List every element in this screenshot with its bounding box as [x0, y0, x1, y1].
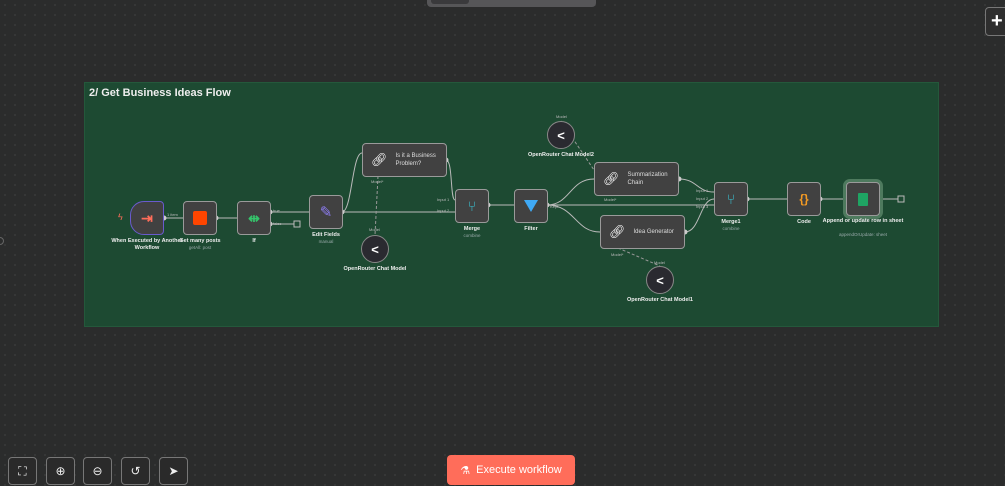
node-label: When Executed by Another Workflow	[111, 238, 183, 251]
openrouter-icon: <	[557, 127, 565, 143]
edge-label: Model*	[371, 179, 384, 184]
node-google-sheets[interactable]	[846, 182, 880, 216]
node-if[interactable]: ⇹	[237, 201, 271, 235]
openrouter-icon: <	[656, 272, 664, 288]
node-subtitle: combine	[722, 226, 740, 231]
node-label: Get many posts	[179, 238, 221, 244]
sticky-title: 2/ Get Business Ideas Flow	[89, 87, 231, 99]
node-subtitle: appendOrUpdate: sheet	[838, 232, 888, 237]
fit-view-button[interactable]: ⛶	[8, 457, 37, 485]
edge-model	[617, 247, 661, 267]
edge	[341, 152, 363, 213]
edge-label: true	[273, 208, 280, 213]
pencil-icon: ✎	[319, 204, 333, 221]
node-execute-workflow-trigger[interactable]: ⇥	[130, 201, 164, 235]
trigger-bolt-icon: ϟ	[118, 212, 123, 222]
merge-icon: ⑂	[467, 198, 477, 214]
add-after-sheet	[897, 195, 905, 203]
node-get-many-posts[interactable]	[183, 201, 217, 235]
node-label: Append or update row in sheet	[822, 218, 904, 224]
node-label: OpenRouter Chat Model	[343, 266, 407, 272]
add-node-button[interactable]: +	[985, 7, 1005, 36]
execute-workflow-button[interactable]: ⚗ Execute workflow	[447, 455, 575, 485]
node-subtitle: getAll: post	[188, 245, 212, 250]
edge-label: Input 1	[696, 188, 709, 193]
broom-icon: ➤	[168, 464, 179, 478]
if-signpost-icon: ⇹	[248, 209, 260, 226]
node-label: Merge1	[721, 219, 741, 225]
node-label: Edit Fields	[312, 232, 340, 238]
execute-workflow-label: Execute workflow	[476, 464, 562, 476]
edge-label: 1 item	[167, 212, 178, 217]
node-is-business-problem[interactable]: 🔗︎ Is it a Business Problem?	[362, 143, 447, 177]
node-subtitle: manual	[318, 239, 334, 244]
node-label: If	[252, 238, 256, 244]
node-label: Is it a Business Problem?	[395, 153, 436, 167]
node-openrouter-chat-model2[interactable]: <	[547, 121, 575, 149]
openrouter-icon: <	[371, 241, 379, 257]
undo-icon: ↺	[130, 464, 141, 478]
edge-label: false	[273, 221, 282, 226]
edge-label: Input 1	[437, 197, 450, 202]
edge	[684, 198, 715, 233]
edge	[678, 178, 715, 193]
edge-label: Input 3	[696, 204, 709, 209]
reset-zoom-button[interactable]: ↺	[121, 457, 150, 485]
reddit-icon	[193, 211, 207, 225]
filter-funnel-icon	[524, 200, 538, 212]
edge-label: Model	[369, 227, 380, 232]
edge	[546, 178, 595, 206]
google-sheets-icon	[858, 192, 868, 206]
edge	[546, 204, 601, 233]
node-label: Summarization Chain	[627, 172, 668, 186]
chain-link-icon: 🔗︎	[371, 152, 388, 167]
edge-label: Model	[556, 114, 567, 119]
edge-label: Input 2	[437, 208, 450, 213]
zoom-in-button[interactable]: ⊕	[46, 457, 75, 485]
tidy-up-button[interactable]: ➤	[159, 457, 188, 485]
node-label: Idea Generator	[633, 229, 674, 235]
node-label: OpenRouter Chat Model1	[626, 297, 693, 303]
edge-label: Input 2	[696, 196, 709, 201]
chain-link-icon: 🔗︎	[609, 224, 626, 239]
top-tab-switcher[interactable]	[427, 0, 596, 7]
code-braces-icon: {}	[799, 192, 809, 206]
zoom-out-icon: ⊖	[92, 464, 103, 478]
node-label: Filter	[524, 226, 538, 232]
node-edit-fields[interactable]: ✎	[309, 195, 343, 229]
edge-label: Model*	[611, 252, 624, 257]
add-after-if-false	[293, 220, 301, 228]
fullscreen-icon: ⛶	[18, 463, 27, 478]
node-summarization-chain[interactable]: 🔗︎ Summarization Chain	[594, 162, 679, 196]
node-code[interactable]: {}	[787, 182, 821, 216]
node-subtitle: combine	[463, 233, 481, 238]
node-filter[interactable]	[514, 189, 548, 223]
node-label: OpenRouter Chat Model2	[527, 152, 594, 158]
node-merge[interactable]: ⑂	[455, 189, 489, 223]
edge-label: Model*	[604, 197, 617, 202]
sign-in-icon: ⇥	[141, 209, 153, 226]
tab-active[interactable]	[431, 0, 469, 4]
zoom-out-button[interactable]: ⊖	[83, 457, 112, 485]
node-openrouter-chat-model[interactable]: <	[361, 235, 389, 263]
node-label: Merge	[463, 226, 481, 232]
chain-link-icon: 🔗︎	[603, 171, 620, 186]
merge-icon: ⑂	[726, 191, 736, 207]
edge-label: Model	[654, 260, 665, 265]
zoom-in-icon: ⊕	[55, 464, 66, 478]
edge-label: Kept	[550, 204, 559, 209]
edge	[445, 159, 456, 201]
node-idea-generator[interactable]: 🔗︎ Idea Generator	[600, 215, 685, 249]
flask-icon: ⚗	[460, 464, 471, 477]
node-openrouter-chat-model1[interactable]: <	[646, 266, 674, 294]
node-label: Code	[797, 219, 811, 225]
node-merge1[interactable]: ⑂	[714, 182, 748, 216]
